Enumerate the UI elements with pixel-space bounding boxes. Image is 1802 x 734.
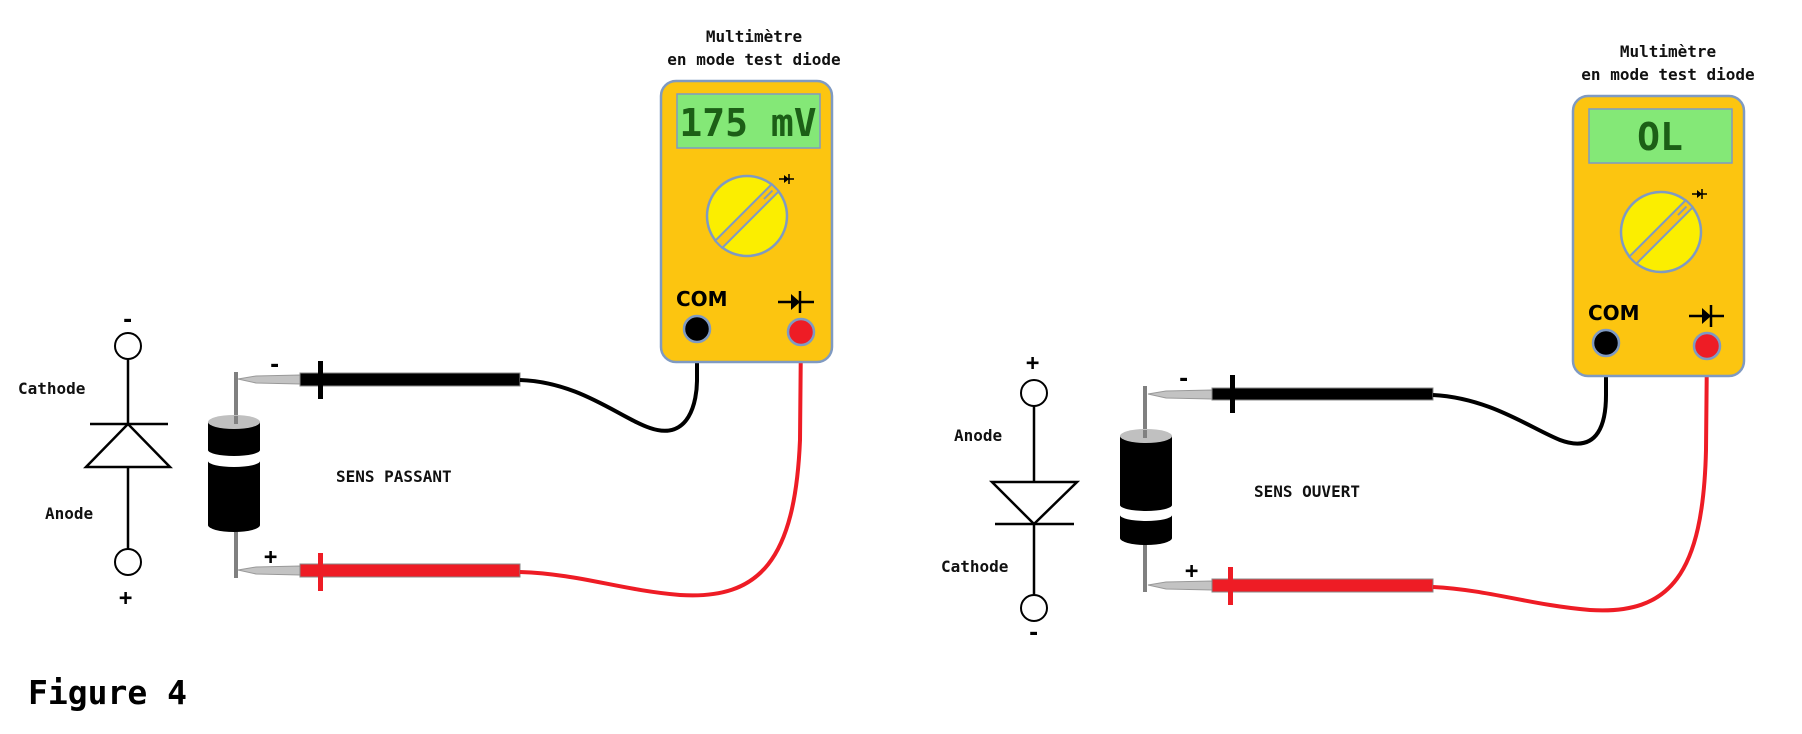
volt-diode-jack[interactable]: [786, 317, 816, 347]
meter-title-line2: en mode test diode: [1581, 65, 1754, 84]
rotary-dial[interactable]: [705, 174, 789, 258]
top-terminal-sign: +: [1026, 351, 1039, 376]
top-terminal-label: Anode: [954, 426, 1002, 445]
bottom-terminal-label: Cathode: [941, 557, 1008, 576]
red-probe-guard: [318, 553, 323, 591]
bottom-terminal-sign: +: [119, 586, 132, 611]
dial-setting-diode-icon: [1692, 189, 1707, 199]
com-jack[interactable]: [1591, 328, 1621, 358]
diode-component: [208, 372, 260, 578]
black-probe-cable: [1432, 344, 1608, 446]
bottom-terminal-label: Anode: [45, 504, 93, 523]
meter-title-line1: Multimètre: [1620, 42, 1716, 61]
anode-triangle: [83, 422, 173, 469]
top-terminal-label: Cathode: [18, 379, 85, 398]
diode-component: [1120, 386, 1172, 592]
panel-forward-bias: - + Cathode Anode -: [18, 27, 841, 611]
diode-body: [208, 422, 260, 532]
black-probe-handle: [1211, 387, 1434, 401]
red-probe[interactable]: +: [237, 331, 803, 598]
meter-title-line2: en mode test diode: [667, 50, 840, 69]
black-probe-sign: -: [1177, 367, 1190, 392]
mode-label: SENS OUVERT: [1254, 482, 1360, 501]
black-probe[interactable]: -: [1147, 344, 1608, 446]
black-probe-sign: -: [268, 353, 281, 378]
cathode-band: [208, 450, 260, 467]
multimeter: Multimètre en mode test diode 175 mV COM: [659, 27, 841, 364]
red-probe-tip: [237, 565, 301, 576]
com-jack-label: COM: [676, 287, 728, 311]
red-probe-cable: [1432, 346, 1709, 613]
dial-setting-diode-icon: [779, 174, 794, 184]
top-terminal-circle: [1020, 379, 1048, 407]
red-probe-sign: +: [264, 545, 277, 570]
diode-jack-icon: [1689, 305, 1724, 327]
top-terminal-sign: -: [121, 308, 134, 333]
volt-diode-jack[interactable]: [1692, 331, 1722, 361]
red-probe-handle: [299, 563, 521, 578]
meter-display: [676, 93, 821, 149]
display-reading: OL: [1637, 115, 1683, 159]
red-probe-sign: +: [1185, 559, 1198, 584]
rotary-dial[interactable]: [1619, 190, 1703, 274]
dial-pointer-mark: [763, 189, 774, 200]
anode-triangle: [988, 480, 1081, 526]
figure-caption: Figure 4: [28, 673, 187, 712]
black-probe-tip: [1147, 389, 1213, 400]
dial-pointer-mark: [1677, 205, 1688, 216]
black-probe-tip: [237, 374, 301, 385]
red-probe[interactable]: +: [1147, 346, 1709, 613]
diode-schematic-symbol: - + Cathode Anode: [18, 308, 173, 611]
com-jack-label: COM: [1588, 301, 1640, 325]
black-probe[interactable]: -: [237, 332, 699, 433]
com-jack[interactable]: [682, 314, 712, 344]
bottom-terminal-sign: -: [1027, 621, 1040, 646]
diode-body: [1120, 436, 1172, 545]
diode-schematic-symbol: + - Anode Cathode: [941, 351, 1081, 646]
meter-title-line1: Multimètre: [706, 27, 802, 46]
display-reading: 175 mV: [679, 101, 816, 145]
black-probe-guard: [1230, 375, 1235, 413]
meter-display: [1588, 108, 1733, 164]
red-probe-tip: [1147, 580, 1213, 591]
red-probe-guard: [1228, 567, 1233, 605]
mode-label: SENS PASSANT: [336, 467, 452, 486]
dial-pointer: [713, 182, 781, 250]
red-probe-cable: [519, 331, 803, 598]
bottom-terminal-circle: [1020, 594, 1048, 622]
top-terminal-circle: [114, 332, 142, 360]
cathode-band: [1120, 505, 1172, 521]
black-probe-cable: [519, 332, 699, 433]
black-probe-handle: [299, 372, 521, 387]
panel-reverse-bias: + - Anode Cathode -: [941, 42, 1755, 646]
multimeter: Multimètre en mode test diode OL COM: [1571, 42, 1755, 378]
dial-pointer: [1627, 198, 1695, 266]
bottom-terminal-circle: [114, 548, 142, 576]
black-probe-guard: [318, 361, 323, 399]
diode-jack-icon: [778, 291, 814, 313]
red-probe-handle: [1211, 578, 1434, 593]
